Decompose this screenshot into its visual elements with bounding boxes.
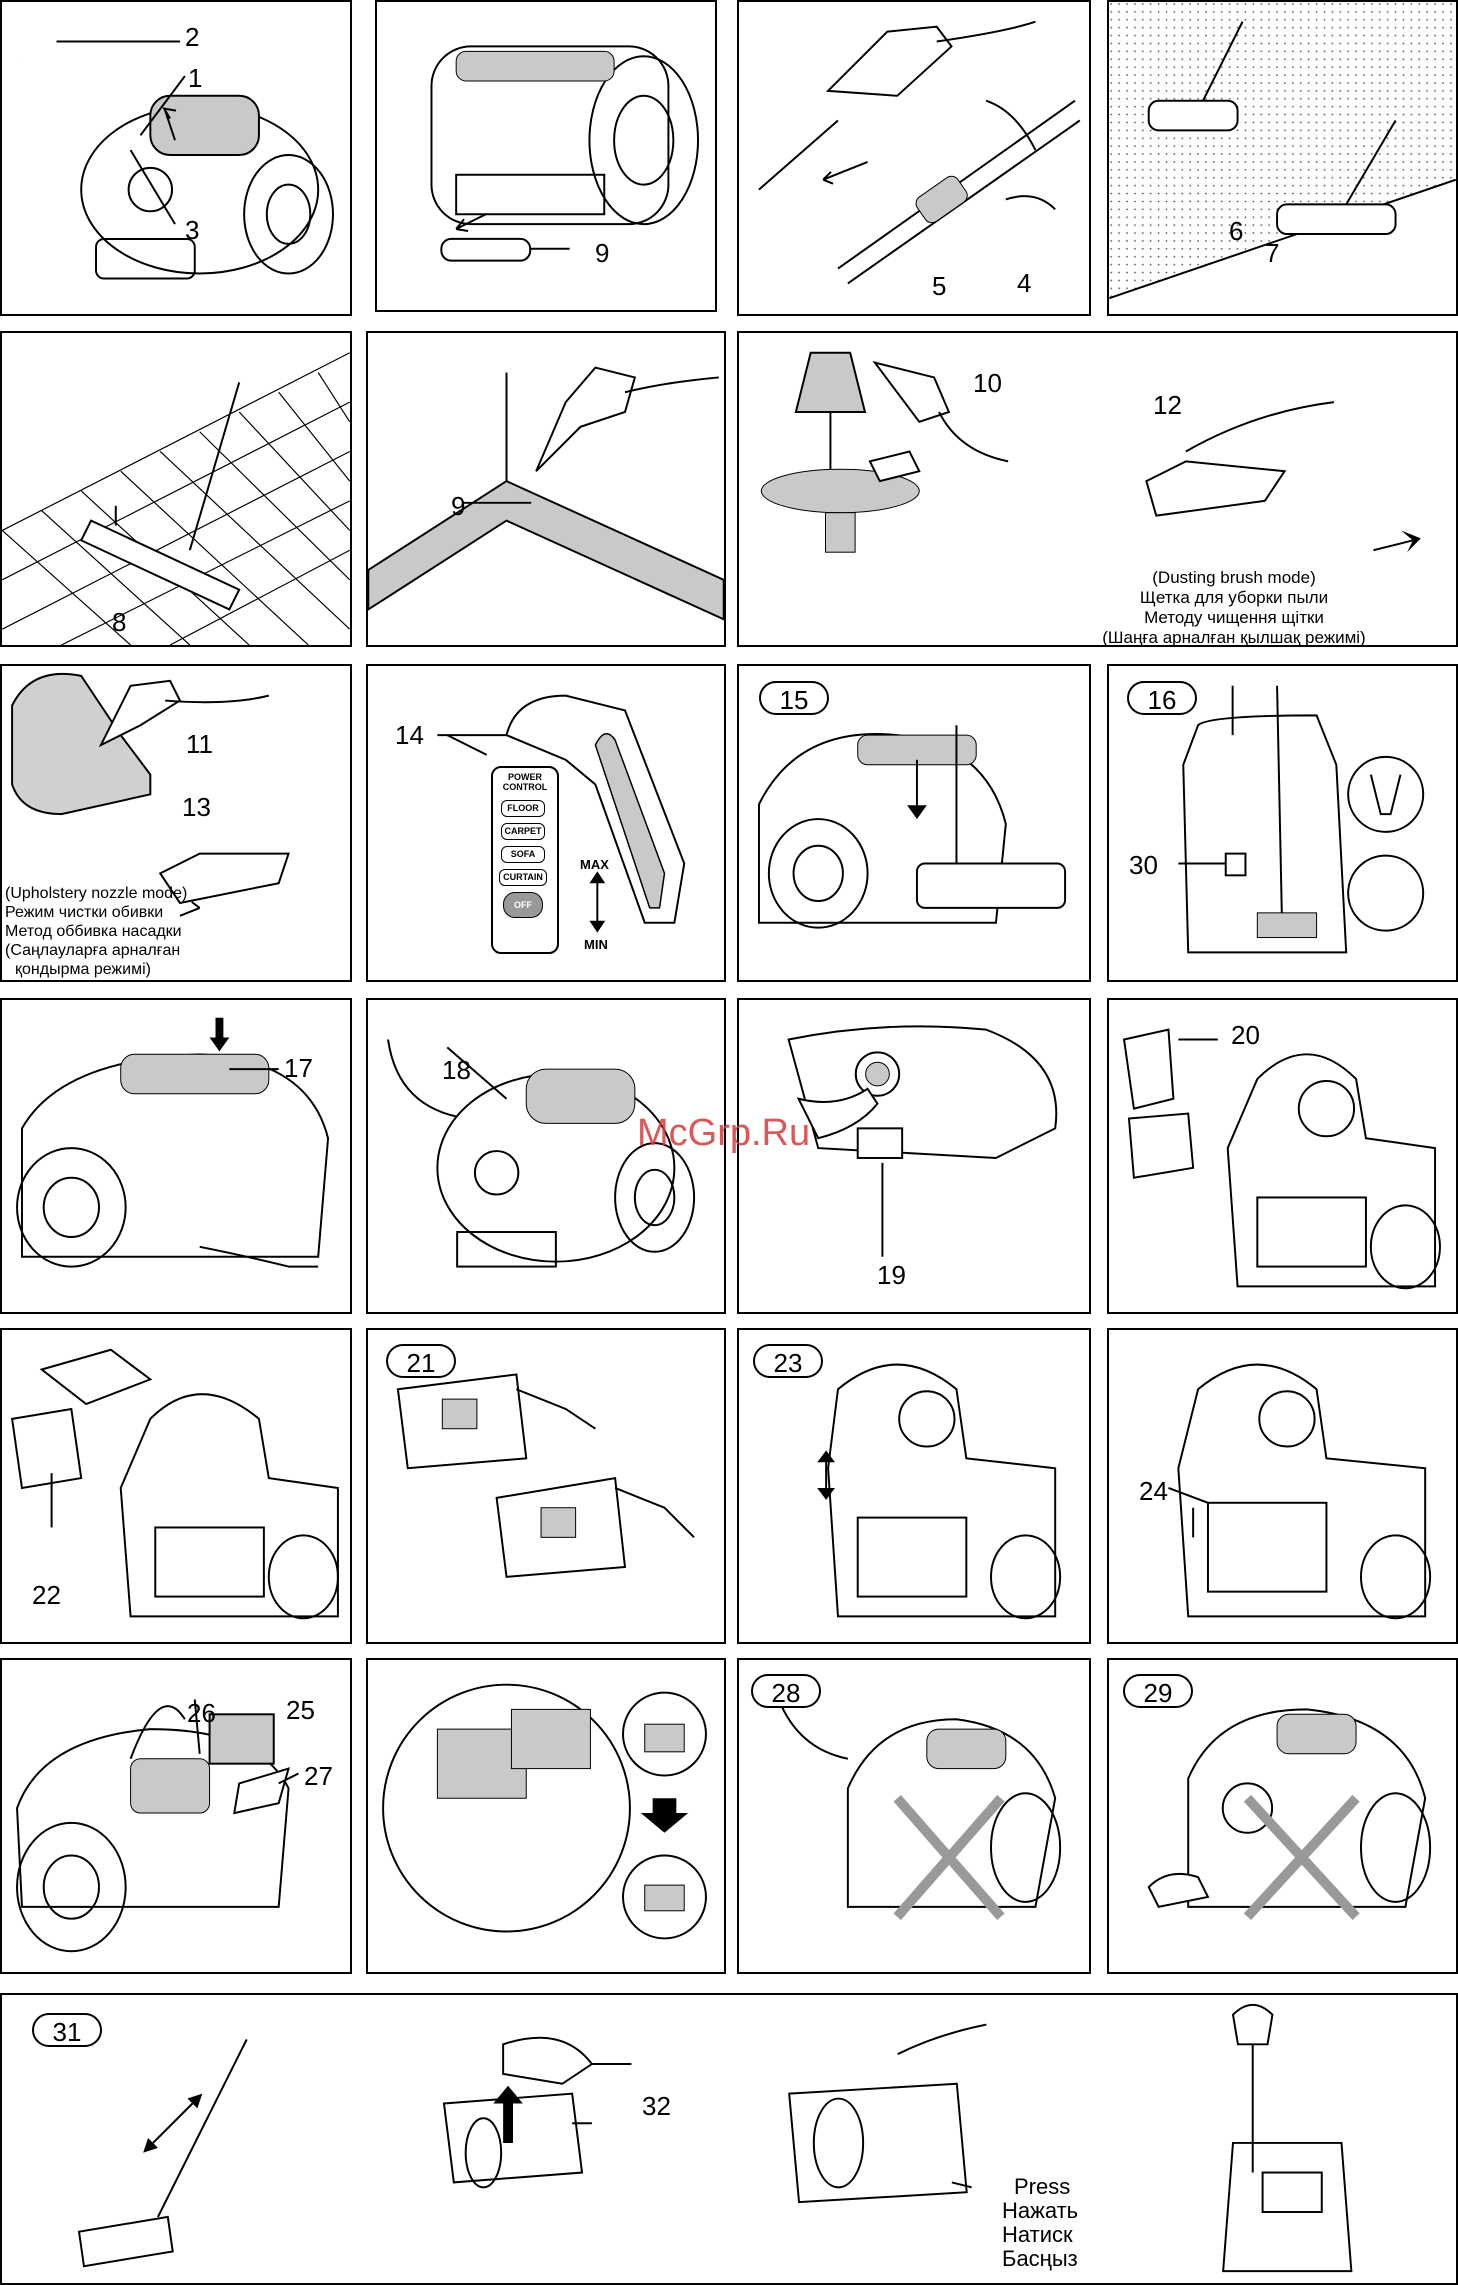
nozzle-parking-illustration <box>757 725 1067 929</box>
mode-carpet-button[interactable]: CARPET <box>501 823 545 840</box>
do-not-carry-illustration <box>1147 1708 1432 1921</box>
panel-23: 29 <box>1107 1658 1458 1974</box>
step-badge: 21 <box>386 1344 456 1378</box>
power-control-panel: POWER CONTROL FLOOR CARPET SOFA CURTAIN … <box>491 766 559 954</box>
hose-release-illustration <box>387 1039 696 1268</box>
bag-full-indicator-illustration <box>1168 1363 1432 1620</box>
panel-13: 18 <box>366 998 726 1314</box>
callout-label: 14 <box>395 720 424 750</box>
panel-7: 10 12 (Dusting brush mode) Щетка для убо… <box>737 331 1458 647</box>
lid-opening-illustration <box>787 1025 1058 1257</box>
panel-20: 26 25 27 <box>0 1658 352 1974</box>
panel-12: 17 <box>0 998 352 1314</box>
step-badge: 16 <box>1127 681 1197 715</box>
callout-label: 18 <box>442 1055 471 1085</box>
do-not-lift-by-hose-illustration <box>777 1699 1062 1920</box>
callout-label: 22 <box>32 1580 61 1610</box>
callout-label: 17 <box>284 1053 313 1083</box>
step-badge: 23 <box>753 1344 823 1378</box>
vacuum-hose-connection-illustration <box>19 40 334 280</box>
mode-sofa-button[interactable]: SOFA <box>501 846 545 863</box>
panel-15: 20 <box>1107 998 1458 1314</box>
callout-label: 5 <box>932 271 947 301</box>
panel-22: 28 <box>737 1658 1091 1974</box>
callout-label: 13 <box>182 792 211 822</box>
filter-removal-illustration <box>430 45 700 262</box>
callout-label: 27 <box>304 1761 333 1791</box>
crevice-tool-corner-illustration <box>368 366 724 621</box>
panel-3: 5 4 <box>737 0 1091 316</box>
callout-label: 19 <box>877 1260 906 1290</box>
callout-label: 26 <box>187 1698 216 1728</box>
panel-10: 15 <box>737 664 1091 982</box>
filter-replacement-detail-illustration <box>382 1683 707 1940</box>
callout-label: 24 <box>1139 1476 1168 1506</box>
callout-label: 1 <box>188 63 203 93</box>
dust-bag-holder-illustration <box>1122 1028 1441 1290</box>
panel-17: 21 <box>366 1328 726 1644</box>
callout-label: 11 <box>186 729 213 759</box>
hose-handle-assembly-illustration <box>758 20 1081 285</box>
callout-label: 4 <box>1017 268 1032 298</box>
panel-18: 23 <box>737 1328 1091 1644</box>
step-badge: 29 <box>1123 1674 1193 1708</box>
panel-16: 22 <box>0 1328 352 1644</box>
panel-5: 8 <box>0 331 352 647</box>
panel-14: 19 <box>737 998 1091 1314</box>
callout-label: 2 <box>185 22 200 52</box>
step-badge: 15 <box>759 681 829 715</box>
mode-floor-button[interactable]: FLOOR <box>501 800 545 817</box>
max-label: MAX <box>580 857 609 872</box>
callout-label: 6 <box>1229 216 1244 246</box>
panel-24: 31 32 Press Нажать Натиск Басңыз <box>0 1993 1458 2285</box>
turbo-brush-cleaning-illustration <box>77 2003 1353 2273</box>
upholstery-nozzle-illustration <box>11 672 290 917</box>
exhaust-filter-illustration <box>16 1699 299 1953</box>
watermark: McGrp.Ru <box>637 1112 811 1154</box>
panel-9: 14 POWER CONTROL FLOOR CARPET SOFA CURTA… <box>366 664 726 982</box>
bag-insertion-illustration <box>10 1348 339 1620</box>
panel-11: 16 30 <box>1107 664 1458 982</box>
tube-parking-slot-illustration <box>1178 685 1425 954</box>
callout-label: 9 <box>595 238 610 268</box>
callout-label: 7 <box>1265 238 1280 268</box>
callout-label: 9 <box>451 491 466 521</box>
panel-19: 24 <box>1107 1328 1458 1644</box>
callout-label: 30 <box>1129 850 1158 880</box>
panel-4: 6 7 <box>1107 0 1458 316</box>
handle-power-control-illustration <box>437 694 686 933</box>
dust-bag-preparation-illustration <box>396 1373 695 1578</box>
step-badge: 28 <box>751 1674 821 1708</box>
upholstery-nozzle-caption: (Upholstery nozzle mode) Режим чистки об… <box>5 885 188 978</box>
callout-label: 25 <box>286 1695 315 1725</box>
panel-8: 11 13 (Upholstery nozzle mode) Режим чис… <box>0 664 352 982</box>
floor-nozzle-carpet-illustration <box>1109 2 1456 314</box>
panel-21 <box>366 1658 726 1974</box>
callout-label: 3 <box>185 215 200 245</box>
panel-6: 9 <box>366 331 726 647</box>
callout-label: 12 <box>1153 390 1182 420</box>
cord-rewind-button-illustration <box>16 1017 330 1268</box>
callout-label: 10 <box>973 368 1002 398</box>
step-badge: 31 <box>32 2013 102 2047</box>
panel-1: 2 1 3 <box>0 0 352 316</box>
callout-label: 8 <box>112 607 127 637</box>
panel-2: 9 <box>375 0 717 312</box>
mode-off-button[interactable]: OFF <box>503 892 543 918</box>
dusting-brush-caption: (Dusting brush mode) Щетка для уборки пы… <box>1102 568 1366 647</box>
bag-holder-reinsert-illustration <box>817 1363 1062 1620</box>
callout-label: 20 <box>1231 1020 1260 1050</box>
min-label: MIN <box>584 937 608 952</box>
press-instruction: Press Нажать Натиск Басңыз <box>1002 2174 1079 2271</box>
hard-floor-nozzle-illustration <box>2 352 350 645</box>
dusting-brush-illustration <box>760 351 1421 553</box>
callout-label: 32 <box>642 2091 671 2121</box>
mode-curtain-button[interactable]: CURTAIN <box>499 869 547 886</box>
